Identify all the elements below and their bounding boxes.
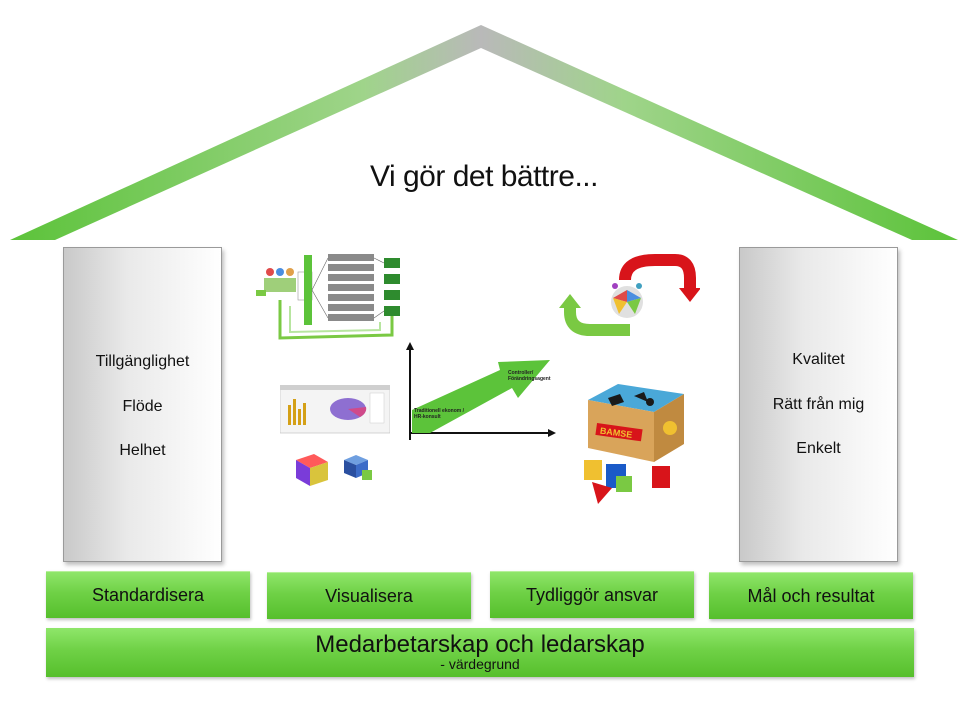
- people-icon: [256, 268, 296, 296]
- pillar-text-4: Kvalitet: [792, 351, 845, 368]
- growth-arrow: [412, 360, 550, 433]
- dashboard-image: [280, 385, 390, 434]
- pillar-text-5: Rätt från mig: [772, 396, 865, 413]
- pillar-text-3: Helhet: [119, 442, 166, 459]
- blue-cubes-image: [344, 455, 372, 480]
- beam-standardisera: Standardisera: [46, 571, 250, 618]
- process-diagram-image: [256, 254, 400, 340]
- roof-right: [481, 25, 958, 240]
- pillar-text-1: Tillgänglighet: [95, 353, 190, 370]
- beam-tydliggor-ansvar: Tydliggör ansvar: [490, 571, 694, 618]
- shape-sorter-toy-image: BAMSE: [584, 384, 684, 504]
- cycle-puzzle-image: [559, 254, 700, 336]
- right-pillar: Kvalitet Rätt från mig Enkelt: [739, 247, 898, 562]
- foundation-bar: Medarbetarskap och ledarskap - värdegrun…: [46, 628, 914, 677]
- main-title: Vi gör det bättre...: [370, 160, 598, 193]
- red-arrow: [619, 254, 696, 290]
- pillar-text-2: Flöde: [122, 398, 163, 415]
- upper-arrow-label: Controller/ Förändringsagent: [508, 370, 551, 382]
- toy-brand-text: BAMSE: [599, 426, 633, 440]
- puzzle-people-icon: [611, 283, 643, 318]
- foundation-subtitle: - värdegrund: [440, 656, 520, 672]
- foundation-title: Medarbetarskap och ledarskap: [315, 631, 645, 658]
- green-arrow: [564, 305, 630, 336]
- roof-left: [10, 25, 481, 240]
- beam-visualisera: Visualisera: [267, 572, 471, 619]
- growth-arrow-chart: [406, 342, 556, 440]
- beam-mal-och-resultat: Mål och resultat: [709, 572, 913, 619]
- colored-cube-image: [296, 454, 328, 486]
- pillar-text-6: Enkelt: [796, 440, 841, 457]
- lower-arrow-label: Traditionell ekonom / HR-konsult: [414, 408, 465, 420]
- left-pillar: Tillgänglighet Flöde Helhet: [63, 247, 222, 562]
